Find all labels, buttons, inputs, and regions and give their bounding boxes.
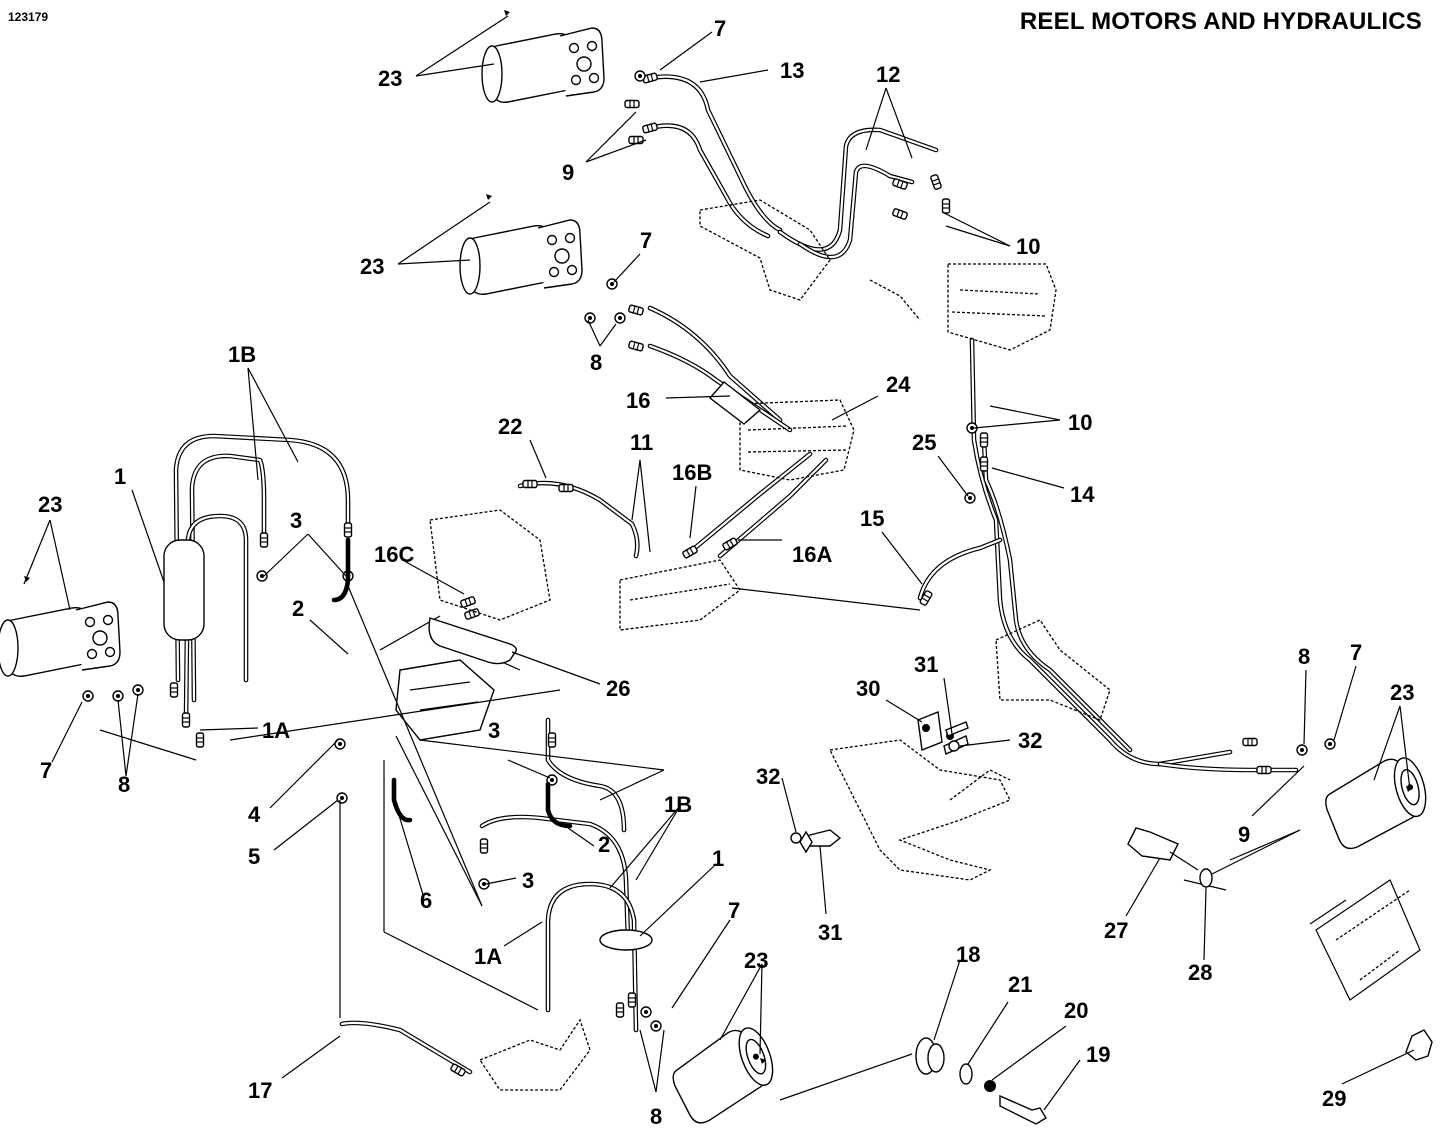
callout-7-bottom: 7 xyxy=(728,898,740,923)
callout-8-right: 8 xyxy=(1298,644,1310,669)
callout-5: 5 xyxy=(248,844,260,869)
callout-30: 30 xyxy=(856,676,880,701)
callout-7-right: 7 xyxy=(1350,640,1362,665)
document-number: 123179 xyxy=(8,10,49,24)
callout-1a-left: 1A xyxy=(262,718,290,743)
callout-23-bottom: 23 xyxy=(744,948,768,973)
callout-leader-lines xyxy=(23,15,1415,1111)
callout-27: 27 xyxy=(1104,918,1128,943)
reel-motor-left xyxy=(0,601,121,677)
callout-26: 26 xyxy=(606,676,630,701)
callout-2-bottom: 2 xyxy=(598,832,610,857)
callout-2-left: 2 xyxy=(292,596,304,621)
callout-1b-bottom: 1B xyxy=(664,792,692,817)
reel-motor-upper-middle xyxy=(459,219,583,295)
callout-22: 22 xyxy=(498,414,522,439)
callout-9-top: 9 xyxy=(562,160,574,185)
callout-32-right: 32 xyxy=(1018,728,1042,753)
callout-31-lower: 31 xyxy=(818,920,842,945)
callout-10-upper: 10 xyxy=(1016,234,1040,259)
callout-23-right: 23 xyxy=(1390,680,1414,705)
callout-10-middle: 10 xyxy=(1068,410,1092,435)
callout-3-middle: 3 xyxy=(488,718,500,743)
callout-15: 15 xyxy=(860,506,884,531)
callout-16c: 16C xyxy=(374,542,414,567)
diagram-title: REEL MOTORS AND HYDRAULICS xyxy=(1019,8,1422,35)
callout-1a-bottom: 1A xyxy=(474,944,502,969)
callout-1b-left: 1B xyxy=(228,342,256,367)
callout-23-top: 23 xyxy=(378,66,402,91)
callout-8-upper-middle: 8 xyxy=(590,350,602,375)
callout-23-left: 23 xyxy=(38,492,62,517)
hydraulic-hoses xyxy=(173,74,1299,1075)
callout-32-left: 32 xyxy=(756,764,780,789)
callout-14: 14 xyxy=(1070,482,1095,507)
callout-23-upper-middle: 23 xyxy=(360,254,384,279)
callout-labels: 23 7 13 9 12 10 23 7 8 1B 16 24 22 11 16… xyxy=(38,16,1414,1129)
callout-7-left: 7 xyxy=(40,758,52,783)
callout-8-left: 8 xyxy=(118,772,130,797)
callout-16b: 16B xyxy=(672,460,712,485)
callout-20: 20 xyxy=(1064,998,1088,1023)
valve-blocks xyxy=(395,199,1111,1091)
hose-fittings xyxy=(82,70,1336,1078)
misc-hardware xyxy=(163,381,1433,1125)
callout-16: 16 xyxy=(626,388,650,413)
callout-7-upper-middle: 7 xyxy=(640,228,652,253)
callout-1-bottom: 1 xyxy=(712,846,724,871)
motor-bolt-markers xyxy=(24,10,1412,1064)
reel-motor-right xyxy=(1317,751,1436,853)
reel-motor-bottom xyxy=(663,1020,785,1129)
callout-16a: 16A xyxy=(792,542,832,567)
callout-24: 24 xyxy=(886,372,911,397)
callout-18: 18 xyxy=(956,942,980,967)
callout-11: 11 xyxy=(630,430,653,455)
reel-motor-top xyxy=(481,27,605,103)
callout-1-left: 1 xyxy=(114,464,126,489)
callout-3-bottom: 3 xyxy=(522,868,534,893)
callout-9-right: 9 xyxy=(1238,822,1250,847)
callout-7-top: 7 xyxy=(714,16,726,41)
callout-4: 4 xyxy=(248,802,261,827)
callout-31-upper: 31 xyxy=(914,652,938,677)
callout-13: 13 xyxy=(780,58,804,83)
callout-19: 19 xyxy=(1086,1042,1110,1067)
callout-21: 21 xyxy=(1008,972,1032,997)
callout-12: 12 xyxy=(876,62,900,87)
callout-6: 6 xyxy=(420,888,432,913)
callout-8-bottom: 8 xyxy=(650,1104,662,1129)
callout-29: 29 xyxy=(1322,1086,1346,1111)
callout-25: 25 xyxy=(912,430,936,455)
callout-17: 17 xyxy=(248,1078,272,1103)
callout-3-left: 3 xyxy=(290,508,302,533)
assembly-lines xyxy=(99,587,1421,1101)
callout-28: 28 xyxy=(1188,960,1212,985)
